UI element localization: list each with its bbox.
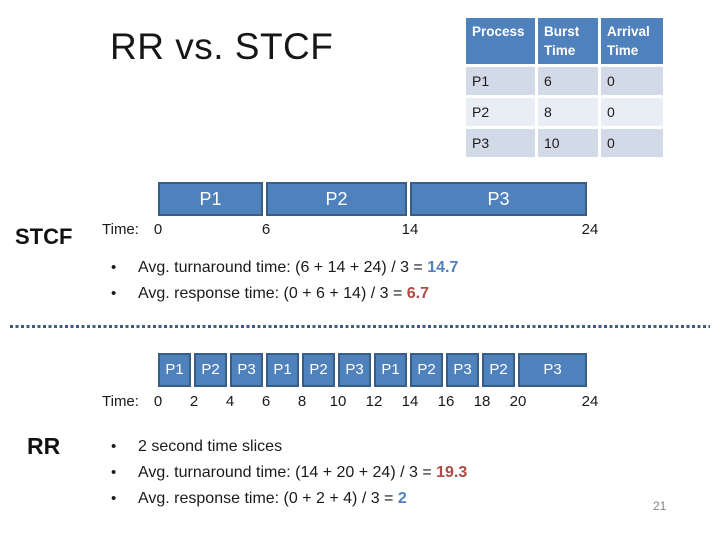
cell-burst: 10 (538, 129, 598, 157)
time-tick: 20 (509, 393, 527, 410)
dotted-divider (10, 325, 710, 328)
cell-burst: 6 (538, 67, 598, 95)
gantt-block-p1: P1 (266, 353, 299, 387)
stcf-section-label: STCF (15, 224, 73, 249)
cell-arrival: 0 (601, 67, 663, 95)
metric-value: 2 (397, 490, 407, 507)
cell-process: P3 (466, 129, 535, 157)
gantt-block-p3: P3 (230, 353, 263, 387)
process-table: Process Burst Time Arrival Time P1 6 0 P… (463, 15, 666, 160)
table-row: P2 8 0 (466, 98, 663, 126)
cell-burst: 8 (538, 98, 598, 126)
gantt-block-p3: P3 (446, 353, 479, 387)
cell-process: P2 (466, 98, 535, 126)
time-tick: 16 (437, 393, 455, 410)
gantt-block-p2: P2 (302, 353, 335, 387)
time-tick: 0 (153, 221, 163, 238)
rr-bullet-list: 2 second time slices Avg. turnaround tim… (108, 434, 467, 512)
table-row: P3 10 0 (466, 129, 663, 157)
gantt-block-p3: P3 (410, 182, 587, 216)
page-title: RR vs. STCF (110, 26, 334, 67)
cell-arrival: 0 (601, 129, 663, 157)
gantt-block-p1: P1 (374, 353, 407, 387)
time-tick: 8 (297, 393, 307, 410)
gantt-block-p2: P2 (266, 182, 407, 216)
time-tick: 12 (365, 393, 383, 410)
time-axis-label: Time: (102, 393, 139, 410)
metric-value: 6.7 (406, 285, 429, 302)
cell-process: P1 (466, 67, 535, 95)
bullet-item: Avg. response time: (0 + 6 + 14) / 3 = 6… (108, 281, 458, 307)
gantt-block-p2: P2 (194, 353, 227, 387)
bullet-item: Avg. turnaround time: (6 + 14 + 24) / 3 … (108, 255, 458, 281)
bullet-item: Avg. turnaround time: (14 + 20 + 24) / 3… (108, 460, 467, 486)
stcf-time-ruler: Time: 0 6 14 24 (102, 221, 598, 241)
table-row: P1 6 0 (466, 67, 663, 95)
gantt-block-p1: P1 (158, 182, 263, 216)
bullet-item: 2 second time slices (108, 434, 467, 460)
page-number: 21 (653, 499, 667, 513)
gantt-block-p2: P2 (410, 353, 443, 387)
bullet-text: 2 second time slices (138, 438, 283, 455)
column-header-process: Process (466, 18, 535, 64)
time-axis-label: Time: (102, 221, 139, 238)
gantt-block-p3: P3 (518, 353, 587, 387)
cell-arrival: 0 (601, 98, 663, 126)
column-header-arrival-time: Arrival Time (601, 18, 663, 64)
bullet-item: Avg. response time: (0 + 2 + 4) / 3 = 2 (108, 486, 467, 512)
bullet-text: Avg. turnaround time: (6 + 14 + 24) / 3 … (138, 259, 428, 276)
gantt-block-p3: P3 (338, 353, 371, 387)
time-tick: 14 (401, 221, 419, 238)
gantt-block-p2: P2 (482, 353, 515, 387)
stcf-bullet-list: Avg. turnaround time: (6 + 14 + 24) / 3 … (108, 255, 458, 307)
metric-value: 19.3 (436, 464, 468, 481)
bullet-text: Avg. turnaround time: (14 + 20 + 24) / 3… (138, 464, 437, 481)
bullet-text: Avg. response time: (0 + 6 + 14) / 3 = (138, 285, 407, 302)
time-tick: 6 (261, 393, 271, 410)
time-tick: 4 (225, 393, 235, 410)
time-tick: 24 (581, 393, 599, 410)
time-tick: 14 (401, 393, 419, 410)
column-header-burst-time: Burst Time (538, 18, 598, 64)
gantt-block-p1: P1 (158, 353, 191, 387)
time-tick: 2 (189, 393, 199, 410)
time-tick: 18 (473, 393, 491, 410)
time-tick: 6 (261, 221, 271, 238)
time-tick: 10 (329, 393, 347, 410)
bullet-text: Avg. response time: (0 + 2 + 4) / 3 = (138, 490, 398, 507)
metric-value: 14.7 (427, 259, 459, 276)
rr-section-label: RR (27, 433, 61, 459)
table-header-row: Process Burst Time Arrival Time (466, 18, 663, 64)
time-tick: 0 (153, 393, 163, 410)
time-tick: 24 (581, 221, 599, 238)
